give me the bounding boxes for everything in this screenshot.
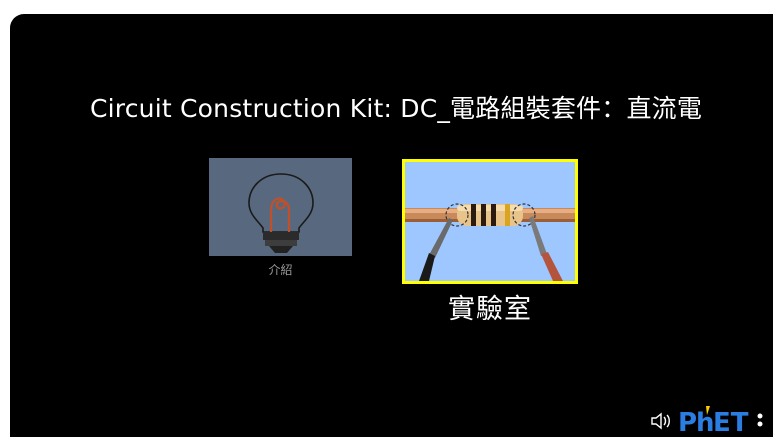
lab-thumbnail: [402, 159, 578, 284]
resistor-voltmeter-icon: [405, 203, 575, 281]
svg-text:ET: ET: [713, 408, 749, 437]
sim-title: Circuit Construction Kit: DC_電路組裝套件：直流電: [90, 94, 703, 123]
intro-screen-label: 介紹: [268, 263, 293, 277]
screen-button-intro[interactable]: 介紹: [209, 158, 352, 277]
intro-thumbnail: [209, 158, 352, 256]
lightbulb-icon: [248, 173, 314, 253]
navigation-bar: P h ET: [633, 403, 773, 437]
speaker-icon[interactable]: [650, 412, 672, 430]
vertical-ellipsis-icon[interactable]: [756, 411, 764, 431]
svg-text:h: h: [696, 408, 715, 437]
screen-button-lab[interactable]: 實驗室: [402, 159, 578, 325]
sim-home-screen: Circuit Construction Kit: DC_電路組裝套件：直流電 …: [10, 14, 773, 437]
phet-logo[interactable]: P h ET: [678, 405, 754, 437]
svg-text:P: P: [678, 408, 697, 437]
lab-screen-label: 實驗室: [448, 294, 532, 325]
